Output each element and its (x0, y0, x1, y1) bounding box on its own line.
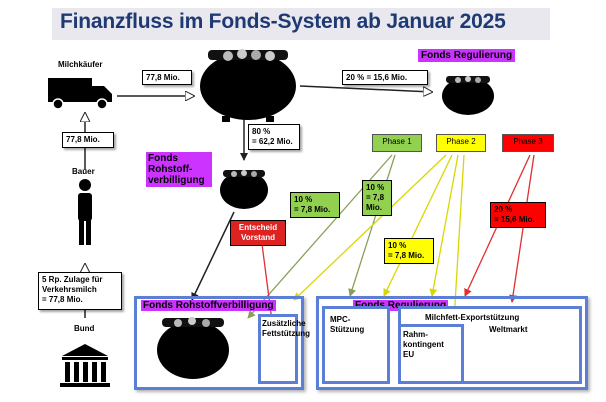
flow-line1: 80 % (252, 127, 271, 136)
farmer-icon (78, 179, 92, 245)
rahm-line3: EU (403, 350, 415, 359)
label-milchkaeufer: Milchkäufer (58, 60, 103, 69)
government-building-icon (60, 344, 110, 387)
phase-2-box: Phase 2 (436, 134, 486, 152)
box-bauer-to-buyer: 77,8 Mio. (62, 132, 114, 148)
arrow-rohstoff-to-fund (191, 211, 235, 301)
fund-regulierung-bottom: Fonds Regulierung (353, 300, 449, 311)
fund-rohstoff-side: Fonds Rohstoff- verbilligung (146, 152, 212, 187)
flow-value: 77,8 Mio. (66, 135, 100, 144)
flow-line1: 20 % (494, 205, 513, 214)
box-rahmkontingent: Rahm- kontingent EU (398, 324, 464, 384)
box-phase2: 10 % = 7,8 Mio. (384, 238, 434, 264)
fund-line2: Rohstoff- (148, 164, 193, 175)
box-phase3: 20 % = 15,6 Mio. (490, 202, 546, 228)
box-zusaetzliche-fettstuetzung: Zusätzliche Fettstützung (258, 314, 310, 384)
mpc-line1: MPC- (330, 315, 351, 324)
weltmarkt-label: Weltmarkt (489, 325, 528, 334)
box-phase1-b: 10 % = 7,8 Mio. (362, 180, 392, 216)
fund-line3: verbilligung (148, 175, 205, 186)
fund-regulierung-top: Fonds Regulierung (418, 49, 516, 62)
label-bund: Bund (74, 324, 95, 333)
zulage-line3: = 77,8 Mio. (42, 295, 83, 304)
box-to-regulierung: 20 % = 15,6 Mio. (342, 70, 428, 85)
title-band (52, 8, 550, 40)
flow-line2: = 7,8 Mio. (388, 251, 425, 260)
truck-icon (48, 78, 112, 110)
frame-rohstoffverbilligung (134, 296, 304, 390)
flow-line2: = 7,8 Mio. (294, 205, 331, 214)
zulage-line2: Verkehrsmilch (42, 285, 97, 294)
rohstoff-bottom-pot-icon (157, 317, 229, 379)
flow-line1: 10 % (366, 183, 385, 192)
flow-line1: 10 % (294, 195, 313, 204)
page-title: Finanzfluss im Fonds-System ab Januar 20… (60, 10, 506, 33)
regulierung-pot-icon (442, 76, 494, 115)
fund-rohstoff-bottom: Fonds Rohstoffverbilligung (141, 300, 276, 311)
flow-line2: = 15,6 Mio. (494, 215, 535, 224)
flow-value: 77,8 Mio. (146, 73, 180, 82)
frame-regulierung (316, 296, 588, 390)
flow-line2: = 62,2 Mio. (252, 137, 293, 146)
rohstoff-pot-icon (220, 170, 268, 209)
flow-line3: Mio. (366, 203, 382, 212)
flow-line2: = 7,8 (366, 193, 385, 202)
box-phase1-a: 10 % = 7,8 Mio. (290, 192, 340, 218)
zusaetzliche-line2: Fettstützung (262, 329, 310, 338)
rahm-line2: kontingent (403, 340, 444, 349)
label-bauer: Bauer (72, 167, 95, 176)
rahm-line1: Rahm- (403, 330, 428, 339)
box-mpc-stuetzung: MPC- Stützung (322, 306, 390, 384)
box-buyer-to-pot: 77,8 Mio. (142, 70, 192, 85)
entscheid-line1: Entscheid (238, 223, 278, 232)
main-pot-icon (200, 49, 296, 122)
box-to-rohstoff: 80 % = 62,2 Mio. (248, 124, 300, 150)
arrow-pot-to-regulierung (299, 85, 432, 92)
phase-1-box: Phase 1 (372, 134, 422, 152)
box-entscheid-vorstand: Entscheid Vorstand (230, 220, 286, 246)
entscheid-line2: Vorstand (240, 233, 276, 242)
mpc-line2: Stützung (330, 325, 365, 334)
zusaetzliche-line1: Zusätzliche (262, 319, 306, 328)
box-zulage: 5 Rp. Zulage für Verkehrsmilch = 77,8 Mi… (38, 272, 122, 310)
zulage-line1: 5 Rp. Zulage für (42, 275, 103, 284)
phase-3-box: Phase 3 (502, 134, 554, 152)
flow-line1: 10 % (388, 241, 407, 250)
flow-value: 20 % = 15,6 Mio. (346, 73, 408, 82)
fund-line1: Fonds (148, 153, 178, 164)
milchfett-label: Milchfett-Exportstützung (425, 313, 520, 322)
